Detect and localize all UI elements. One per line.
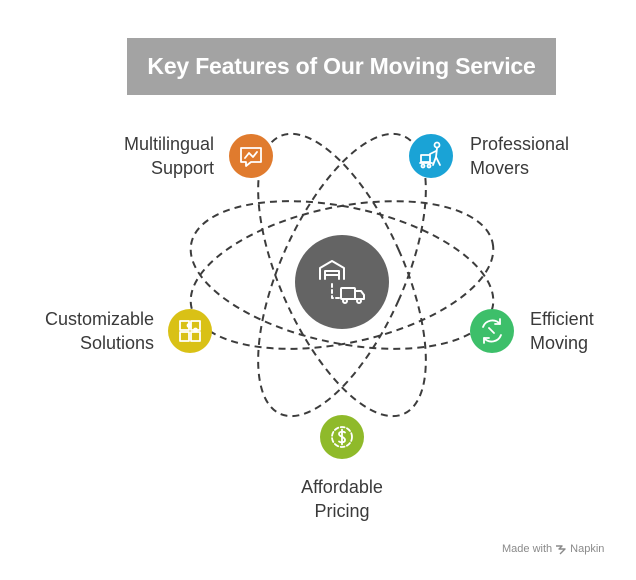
napkin-logo-icon — [556, 544, 566, 554]
node-efficient-moving — [470, 309, 514, 353]
orbit-ellipse-2 — [189, 200, 495, 350]
page-title: Key Features of Our Moving Service — [147, 53, 536, 79]
node-affordable-pricing — [320, 415, 364, 459]
center-hub — [295, 235, 389, 329]
label-customizable-solutions: Customizable Solutions — [20, 307, 154, 355]
label-line-2: Movers — [470, 158, 530, 178]
label-line-1: Affordable — [301, 477, 383, 497]
node-professional-movers — [409, 134, 453, 178]
label-line-2: Pricing — [314, 501, 370, 521]
chat-bubble-icon — [240, 147, 262, 167]
label-professional-movers: Professional Movers — [470, 132, 569, 180]
node-customizable-solutions — [168, 309, 212, 353]
label-line-2: Moving — [530, 333, 589, 353]
refresh-gauge-icon — [482, 318, 502, 344]
label-multilingual-support: Multilingual Support — [96, 132, 214, 180]
label-line-1: Efficient — [530, 309, 594, 329]
label-efficient-moving: Efficient Moving — [530, 307, 594, 355]
dollar-coin-icon — [331, 426, 353, 448]
label-line-2: Solutions — [79, 333, 154, 353]
title-banner: Key Features of Our Moving Service — [127, 38, 556, 95]
label-line-2: Support — [150, 158, 214, 178]
label-line-1: Professional — [470, 134, 570, 154]
orbit-ellipse-3 — [257, 132, 427, 418]
center-circle — [295, 235, 389, 329]
puzzle-icon — [179, 320, 201, 342]
label-line-1: Customizable — [44, 309, 154, 329]
made-with-text: Made with — [502, 543, 553, 555]
warehouse-truck-icon — [319, 260, 365, 304]
napkin-brand-text: Napkin — [570, 543, 605, 555]
node-multilingual-support — [229, 134, 273, 178]
orbit-ellipse-1 — [189, 200, 495, 350]
orbit-ellipse-4 — [257, 132, 427, 418]
made-with-napkin-watermark: Made with Napkin — [502, 543, 604, 555]
label-line-1: Multilingual — [123, 134, 214, 154]
mover-with-cart-icon — [419, 141, 441, 169]
label-affordable-pricing: Affordable Pricing — [272, 475, 412, 523]
